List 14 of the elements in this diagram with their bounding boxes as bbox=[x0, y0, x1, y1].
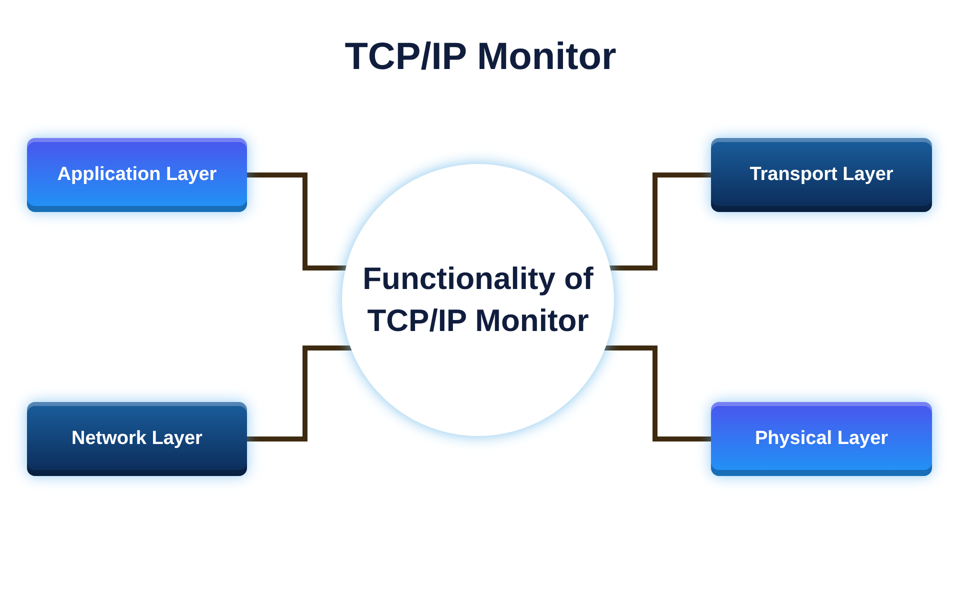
node-label: Physical Layer bbox=[754, 428, 888, 450]
connector-line bbox=[604, 346, 711, 442]
diagram-title: TCP/IP Monitor bbox=[344, 36, 618, 79]
connector-line bbox=[247, 346, 352, 442]
layer-box bbox=[711, 402, 932, 476]
layer-box bbox=[27, 402, 247, 476]
connector-line bbox=[609, 172, 711, 270]
node-label: Application Layer bbox=[57, 164, 217, 186]
layer-box bbox=[27, 138, 247, 212]
layer-box bbox=[711, 138, 932, 212]
connector-line bbox=[247, 172, 347, 270]
node-label: Transport Layer bbox=[750, 164, 894, 186]
node-label: Functionality of TCP/IP Monitor bbox=[362, 260, 594, 340]
node-label: Network Layer bbox=[72, 428, 202, 450]
